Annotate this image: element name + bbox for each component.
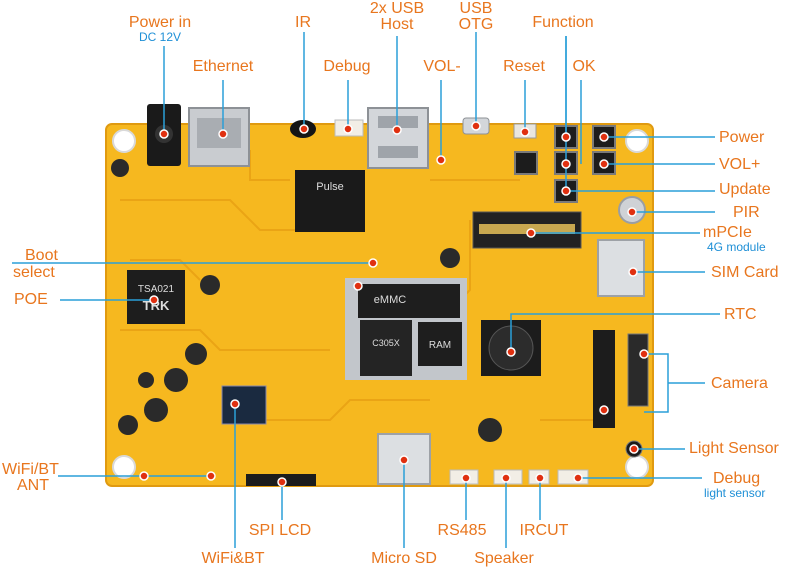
label-debug-bottom-sub: light sensor	[704, 486, 766, 500]
label-mpcie: mPCIe	[703, 224, 752, 241]
label-light-sensor: Light Sensor	[689, 440, 779, 457]
label-ir: IR	[295, 14, 311, 31]
poe-xfmr-text-2: TRK	[143, 298, 170, 313]
label-ethernet: Ethernet	[192, 58, 254, 75]
poe-xfmr-text-1: TSA021	[138, 284, 175, 295]
gpio-header	[593, 330, 615, 428]
label-spi-lcd: SPI LCD	[248, 522, 312, 539]
marker-dots	[139, 121, 649, 487]
camera-fpc	[627, 333, 649, 407]
label-wifi-bt: WiFi&BT	[201, 550, 265, 567]
magnetics-chip-text: Pulse	[316, 181, 344, 193]
label-wifi-bt-ant-1: WiFi/BT	[2, 461, 59, 478]
emmc-chip-text: eMMC	[374, 294, 406, 306]
label-camera: Camera	[711, 375, 768, 392]
label-debug-top: Debug	[323, 58, 371, 75]
label-usb-otg-1: USB	[459, 0, 493, 17]
label-update: Update	[719, 181, 771, 198]
label-usb-host-2: Host	[380, 16, 414, 33]
label-mpcie-sub: 4G module	[707, 240, 766, 254]
soc-chip	[360, 320, 412, 376]
label-power: Power	[719, 129, 765, 146]
label-vol-plus: VOL+	[719, 156, 761, 173]
label-rtc: RTC	[724, 306, 757, 323]
label-vol-minus: VOL-	[423, 58, 461, 75]
label-function: Function	[532, 14, 594, 31]
label-pir: PIR	[733, 204, 760, 221]
soc-chip-text: C305X	[372, 338, 400, 348]
wifi-module	[221, 385, 267, 425]
label-debug-bottom: Debug	[713, 470, 761, 487]
label-usb-otg-2: OTG	[458, 16, 494, 33]
label-ok: OK	[572, 58, 596, 75]
magnetics-chip	[295, 170, 365, 232]
label-speaker: Speaker	[474, 550, 534, 567]
label-usb-host-1: 2x USB	[369, 0, 425, 17]
label-micro-sd: Micro SD	[371, 550, 437, 567]
label-power-in: Power in	[128, 14, 192, 31]
label-ircut: IRCUT	[519, 522, 569, 539]
label-wifi-bt-ant-2: ANT	[17, 477, 49, 494]
emmc-chip	[358, 284, 460, 318]
label-reset: Reset	[503, 58, 545, 75]
label-boot-select-2: select	[13, 264, 55, 281]
leader-lines	[12, 32, 720, 548]
ram-chip-text: RAM	[429, 340, 451, 351]
ram-chip	[418, 322, 462, 366]
sim-slot	[597, 239, 645, 297]
passive-components	[111, 159, 502, 442]
bottom-headers	[449, 469, 589, 485]
label-boot-select-1: Boot	[25, 247, 58, 264]
label-sim-card: SIM Card	[711, 264, 779, 281]
label-poe: POE	[14, 291, 48, 308]
label-power-in-sub: DC 12V	[138, 30, 182, 44]
label-rs485: RS485	[437, 522, 487, 539]
